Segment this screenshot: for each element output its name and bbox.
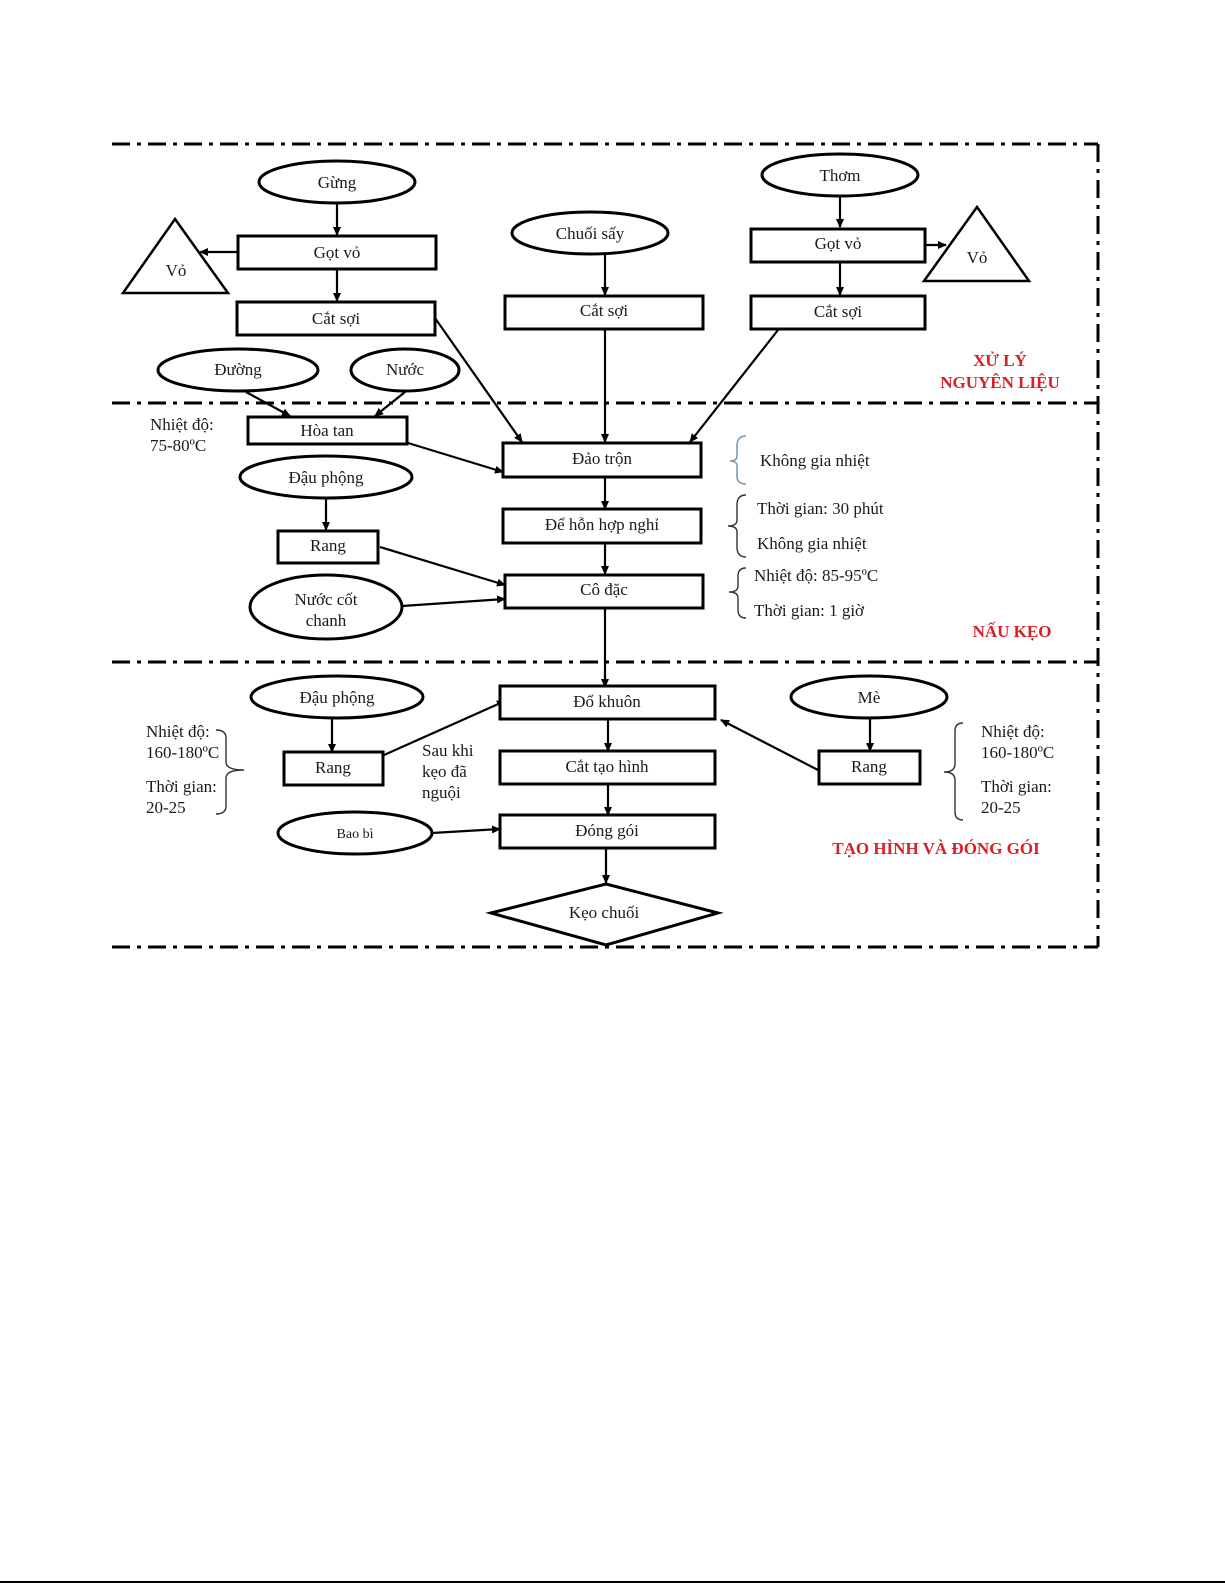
edge-rang2-dokhuon	[383, 699, 506, 757]
note-rang-left-line3: Thời gian:	[146, 777, 217, 796]
section-title-raw-line2: NGUYÊN LIỆU	[940, 373, 1060, 392]
node-chuoi-say[interactable]: Chuối sấy	[510, 210, 670, 256]
node-label: Vỏ	[967, 248, 988, 267]
note-sau-khi-line3: nguội	[422, 783, 461, 802]
node-duong[interactable]: Đường	[156, 347, 320, 393]
node-hoa-tan[interactable]: Hòa tan	[246, 415, 409, 446]
edge-hoatan-daotron	[407, 441, 504, 474]
edge-rang1-codac	[379, 545, 506, 587]
page-bottom-rule	[0, 1581, 1225, 1583]
node-label: Thơm	[819, 166, 860, 185]
note-de-nghi-line1: Thời gian: 30 phút	[757, 499, 884, 518]
note-hoa-tan-line1: Nhiệt độ:	[150, 415, 214, 434]
section-title-cook: NẤU KẸO	[973, 622, 1052, 641]
brace-co-dac	[728, 567, 747, 619]
node-label: Cắt sợi	[580, 301, 628, 320]
node-label: Rang	[851, 757, 887, 776]
edge-rang3-dokhuon	[720, 719, 819, 771]
node-label: Cắt sợi	[814, 302, 862, 321]
node-cat-tao-hinh[interactable]: Cắt tạo hình	[498, 749, 717, 786]
waste-vo-left[interactable]: Vỏ	[120, 216, 231, 295]
node-dao-tron[interactable]: Đảo trộn	[501, 441, 703, 479]
node-label: Nước	[386, 360, 424, 379]
node-label: Đóng gói	[575, 821, 639, 840]
node-label: Rang	[315, 758, 351, 777]
node-label: Để hỗn hợp nghỉ	[545, 515, 660, 534]
edge-catsoi-right-daotron	[689, 329, 779, 443]
node-thom[interactable]: Thơm	[760, 152, 920, 198]
node-dong-goi[interactable]: Đóng gói	[498, 813, 717, 850]
note-rang-right-line2: 160-180ºC	[981, 743, 1054, 762]
node-label: Mè	[858, 688, 881, 707]
section-title-shape: TẠO HÌNH VÀ ĐÓNG GÓI	[832, 839, 1040, 858]
node-label: Kẹo chuối	[569, 903, 640, 922]
node-bao-bi[interactable]: Bao bì	[276, 810, 434, 856]
note-hoa-tan-line2: 75-80ºC	[150, 436, 206, 455]
node-dau-phong-1[interactable]: Đậu phộng	[238, 454, 414, 500]
note-rang-left-line1: Nhiệt độ:	[146, 722, 210, 741]
node-rang-1[interactable]: Rang	[276, 529, 380, 565]
note-rang-right-line3: Thời gian:	[981, 777, 1052, 796]
edge-duong-hoatan	[245, 391, 291, 417]
edge-catsoi-left-daotron	[434, 317, 523, 443]
edge-chanh-codac	[401, 595, 506, 608]
node-rang-3[interactable]: Rang	[817, 749, 922, 786]
note-co-dac-line2: Thời gian: 1 giờ	[754, 601, 865, 620]
note-sau-khi-line1: Sau khi	[422, 741, 474, 760]
node-co-dac[interactable]: Cô đặc	[503, 573, 705, 610]
node-got-vo-left[interactable]: Gọt vỏ	[236, 234, 438, 271]
node-label: Vỏ	[166, 261, 187, 280]
edge-nuoc-hoatan	[374, 391, 406, 417]
node-label-line1: Nước cốt	[294, 590, 357, 609]
node-nuoc-cot-chanh[interactable]: Nước cốt chanh	[248, 573, 404, 641]
note-rang-right-line1: Nhiệt độ:	[981, 722, 1045, 741]
note-de-nghi-line2: Không gia nhiệt	[757, 534, 867, 553]
edges	[199, 196, 947, 884]
node-label: Đậu phộng	[299, 688, 375, 707]
node-me[interactable]: Mè	[789, 674, 949, 720]
edge-baobi-donggoi	[431, 825, 501, 835]
node-label: Rang	[310, 536, 346, 555]
waste-vo-right[interactable]: Vỏ	[921, 204, 1032, 283]
node-label: Gọt vỏ	[815, 234, 862, 253]
node-label: Cắt sợi	[312, 309, 360, 328]
node-label: Chuối sấy	[556, 224, 625, 243]
node-rang-2[interactable]: Rang	[282, 750, 385, 787]
note-rang-left-line4: 20-25	[146, 798, 186, 817]
node-cat-soi-left[interactable]: Cắt sợi	[235, 300, 437, 337]
node-gung[interactable]: Gừng	[257, 159, 417, 205]
node-label: Hòa tan	[300, 421, 354, 440]
brace-rang-right	[943, 722, 964, 821]
node-label: Gọt vỏ	[314, 243, 361, 262]
node-cat-soi-mid[interactable]: Cắt sợi	[503, 294, 705, 331]
node-label: Cắt tạo hình	[565, 757, 649, 776]
node-label: Gừng	[318, 173, 357, 192]
node-keo-chuoi[interactable]: Kẹo chuối	[485, 882, 724, 947]
node-got-vo-right[interactable]: Gọt vỏ	[749, 227, 927, 264]
node-label: Đổ khuôn	[573, 692, 641, 711]
note-rang-left-line2: 160-180ºC	[146, 743, 219, 762]
node-label: Đường	[214, 360, 262, 379]
brace-rang-left	[215, 729, 245, 815]
node-de-hon-hop-nghi[interactable]: Để hỗn hợp nghỉ	[501, 507, 703, 545]
note-rang-right-line4: 20-25	[981, 798, 1021, 817]
section-title-raw-line1: XỬ LÝ	[973, 351, 1027, 370]
node-label: Bao bì	[337, 827, 374, 842]
brace-dao-tron	[729, 435, 747, 485]
note-co-dac-line1: Nhiệt độ: 85-95ºC	[754, 566, 878, 585]
brace-de-nghi	[727, 494, 747, 558]
node-label: Đậu phộng	[288, 468, 364, 487]
note-dao-tron: Không gia nhiệt	[760, 451, 870, 470]
note-sau-khi-line2: kẹo đã	[422, 762, 467, 781]
node-nuoc[interactable]: Nước	[349, 347, 461, 393]
node-dau-phong-2[interactable]: Đậu phộng	[249, 674, 425, 720]
node-do-khuon[interactable]: Đổ khuôn	[498, 684, 717, 721]
node-label-line2: chanh	[306, 611, 347, 630]
node-cat-soi-right[interactable]: Cắt sợi	[749, 294, 927, 331]
node-label: Đảo trộn	[572, 449, 632, 468]
node-label: Cô đặc	[580, 580, 628, 599]
